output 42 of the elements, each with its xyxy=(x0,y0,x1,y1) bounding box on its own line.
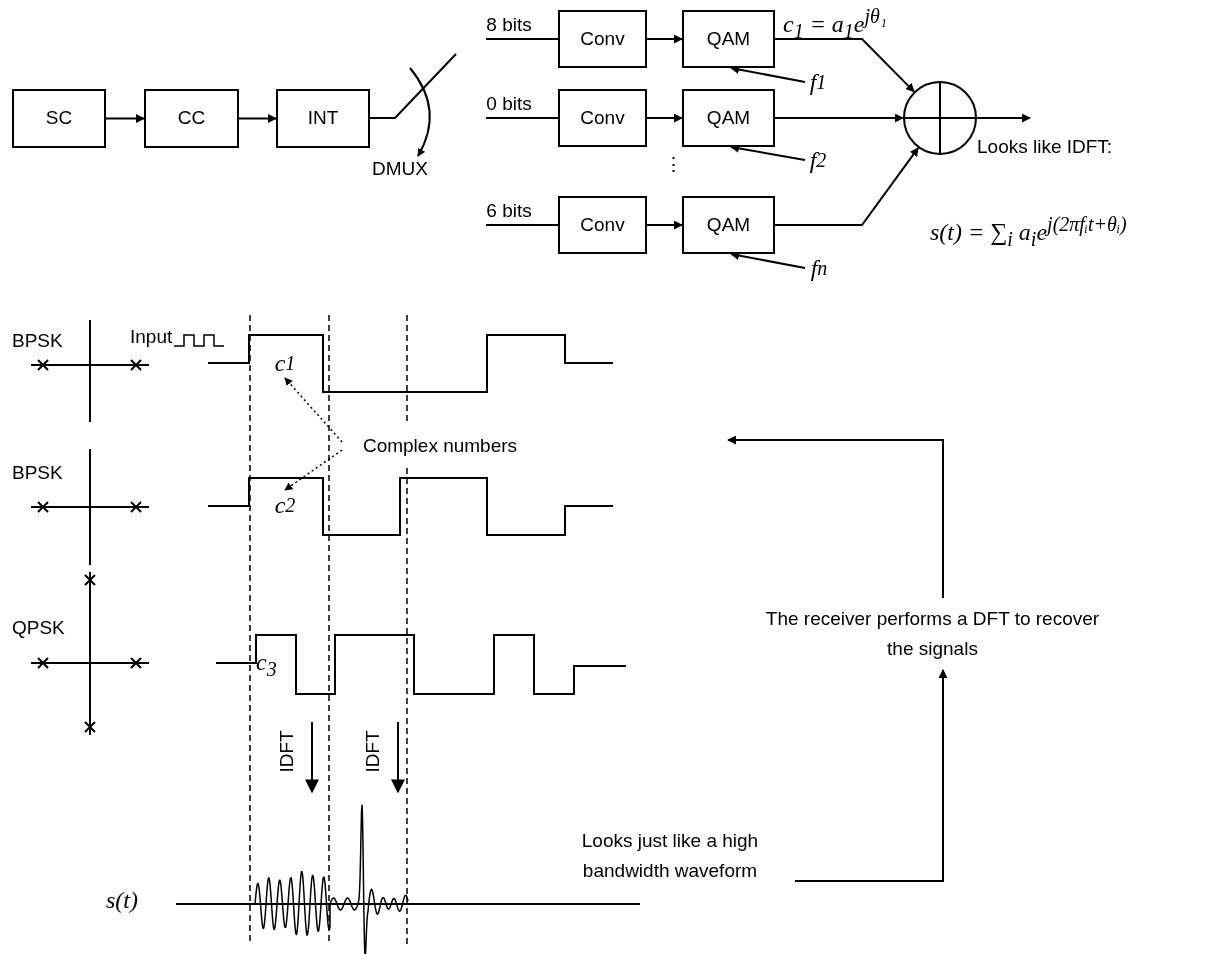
arrow xyxy=(727,435,944,599)
annotation-text: Looks just like a high bandwidth waveform xyxy=(545,824,795,888)
annotation-text: The receiver performs a DFT to recover the signals xyxy=(765,598,1100,670)
ellipsis: ⋮ xyxy=(664,154,683,177)
symbol-label: c$_{3}$ xyxy=(256,648,277,681)
process-box: Conv xyxy=(558,89,647,147)
input-label: 6 bits xyxy=(476,198,542,225)
process-box: Conv xyxy=(558,196,647,254)
arrow xyxy=(794,669,948,882)
leader-line xyxy=(284,449,343,491)
input-label: 0 bits xyxy=(476,91,542,118)
input-label: Input xyxy=(130,326,173,349)
input-label: 8 bits xyxy=(476,12,542,39)
process-box: QAM xyxy=(682,89,775,147)
formula: s(t) = ∑$_{i}$ a$_{i}$e$^{j(2πfᵢt+θᵢ)}$ xyxy=(930,212,1127,251)
process-box: Conv xyxy=(558,10,647,68)
switch-label: DMUX xyxy=(372,158,428,181)
arrow xyxy=(774,38,915,93)
process-box: CC xyxy=(144,89,239,148)
process-box: QAM xyxy=(682,196,775,254)
transform-label: IDFT xyxy=(275,730,298,773)
signal-label: s(t) xyxy=(106,886,138,915)
arrow xyxy=(774,113,904,123)
process-box: QAM xyxy=(682,10,775,68)
arrow xyxy=(238,114,277,123)
edge-label: c$_{1}$ = a$_{1}$e$^{jθ₁}$ xyxy=(783,4,887,43)
arrow xyxy=(976,113,1031,123)
process-box: SC xyxy=(12,89,106,148)
summing-junction xyxy=(903,81,977,155)
arrow xyxy=(646,220,683,230)
arrow xyxy=(646,34,683,44)
modulation-label: BPSK xyxy=(12,330,63,353)
leader-line xyxy=(284,377,343,443)
arrow xyxy=(105,114,145,123)
modulation-label: BPSK xyxy=(12,462,63,485)
arrow xyxy=(774,146,920,226)
modulation-label: QPSK xyxy=(12,617,65,640)
annotation-text: Looks like IDFT: xyxy=(977,136,1113,159)
process-box: INT xyxy=(276,89,370,148)
annotation-text: Complex numbers xyxy=(342,432,538,460)
transform-label: IDFT xyxy=(361,730,384,773)
arrow xyxy=(646,113,683,123)
